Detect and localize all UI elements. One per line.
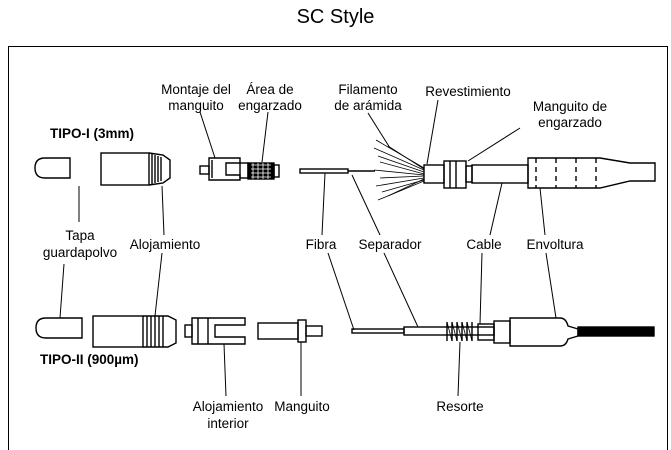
type2-inner-housing — [184, 317, 246, 345]
label-manguito-engarzado-line1: Manguito de — [533, 99, 607, 114]
label-revestimiento: Revestimiento — [425, 84, 511, 99]
diagram-frame — [8, 46, 668, 450]
type1-housing — [100, 152, 171, 186]
type1-cable — [471, 164, 529, 184]
type2-ferrule — [257, 319, 323, 343]
type1-fiber — [299, 168, 349, 174]
type1-boot — [527, 157, 656, 189]
label-filamento-line1: Filamento — [338, 82, 397, 97]
type2-crimp-sleeve — [477, 320, 511, 344]
label-alojamiento: Alojamiento — [130, 237, 201, 252]
label-separador: Separador — [358, 237, 422, 252]
type1-aramid-fan — [373, 139, 425, 201]
label-type2: TIPO-II (900µm) — [40, 352, 139, 367]
type2-dust-cap — [35, 317, 83, 339]
type1-jacket-segment — [423, 164, 445, 184]
label-alojamiento-interior-line2: interior — [207, 416, 249, 431]
type2-cable — [577, 326, 655, 337]
label-manguito-engarzado-line2: engarzado — [538, 115, 602, 130]
label-montaje-line2: manguito — [168, 98, 224, 113]
type2-housing — [92, 315, 177, 348]
type2-boot — [509, 317, 579, 347]
label-cable: Cable — [466, 237, 501, 252]
type2-fiber — [351, 328, 405, 334]
label-resorte: Resorte — [436, 399, 483, 414]
type1-crimp-sleeve — [443, 160, 473, 189]
label-manguito: Manguito — [274, 399, 330, 414]
label-envoltura: Envoltura — [526, 237, 584, 252]
label-tapa-line1: Tapa — [65, 228, 95, 243]
label-type1: TIPO-I (3mm) — [50, 126, 134, 141]
label-fibra: Fibra — [306, 237, 337, 252]
label-alojamiento-interior-line1: Alojamiento — [193, 399, 264, 414]
label-tapa-line2: guardapolvo — [43, 245, 117, 260]
label-area-line2: engarzado — [238, 98, 302, 113]
type1-dust-cap — [34, 157, 71, 179]
type2-spring — [446, 321, 473, 342]
label-area-line1: Área de — [246, 82, 293, 97]
diagram-title: SC Style — [296, 6, 375, 28]
type1-crimp-area — [247, 162, 280, 180]
label-filamento-line2: de arámida — [334, 98, 402, 113]
label-montaje-line1: Montaje del — [161, 82, 231, 97]
type1-ferrule-assembly — [199, 157, 249, 181]
